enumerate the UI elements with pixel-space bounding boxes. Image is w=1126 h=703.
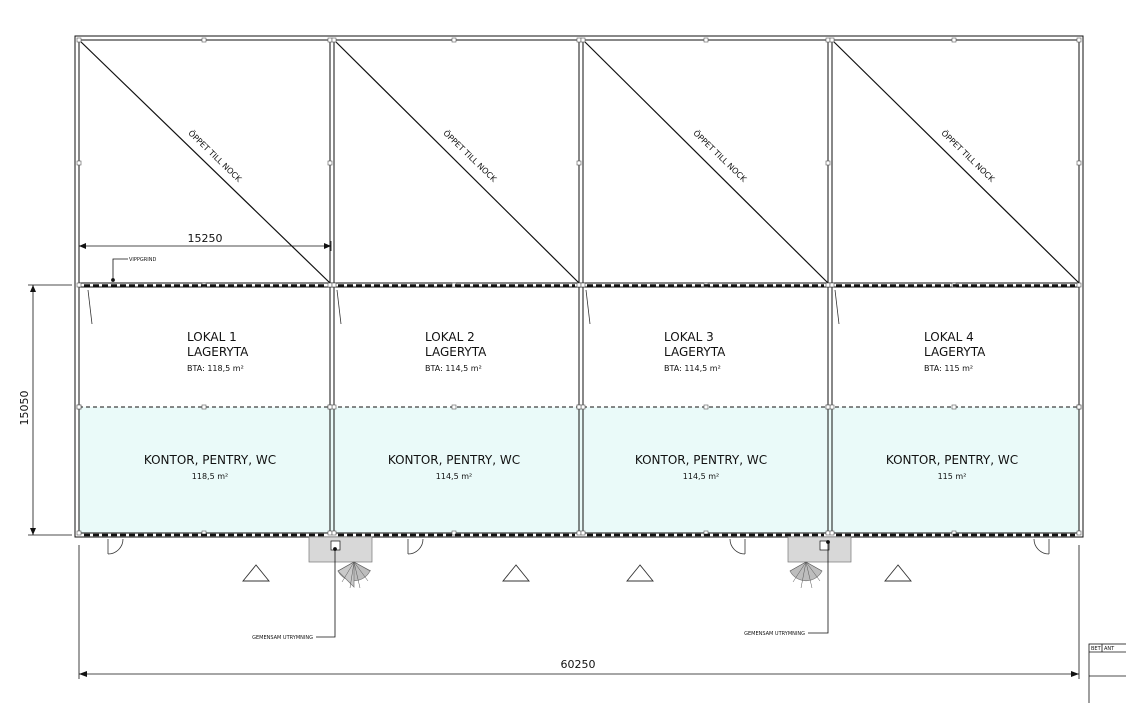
- facade-openings: [84, 284, 1075, 537]
- storage-labels: LOKAL 1 LAGERYTA BTA: 118,5 m² LOKAL 2 L…: [187, 330, 986, 373]
- column-marker: [201, 404, 207, 410]
- column-marker: [451, 404, 457, 410]
- dimension-total-width-label: 60250: [561, 658, 596, 671]
- column-marker: [76, 282, 82, 288]
- lokal-2-label: LOKAL 2: [425, 330, 475, 344]
- column-marker: [331, 282, 337, 288]
- lokal-3-label: LOKAL 3: [664, 330, 714, 344]
- office-4-label: KONTOR, PENTRY, WC: [886, 453, 1018, 467]
- column-marker: [825, 404, 831, 410]
- dimension-total-width: [78, 545, 1080, 679]
- column-marker: [580, 530, 586, 536]
- lokal-4-label: LOKAL 4: [924, 330, 974, 344]
- column-marker: [825, 530, 831, 536]
- dimension-unit-width: [78, 241, 332, 251]
- lokal-1-bta: BTA: 118,5 m²: [187, 364, 244, 373]
- column-marker: [327, 160, 333, 166]
- column-marker: [580, 282, 586, 288]
- column-markers: [76, 37, 1082, 536]
- lokal-3-lageryta: LAGERYTA: [664, 345, 726, 359]
- escape-right-label: GEMENSAM UTRYMNING: [744, 631, 805, 637]
- escape-stair-left: [308, 536, 373, 589]
- column-marker: [576, 282, 582, 288]
- exterior-doors: [107, 538, 1050, 555]
- column-marker: [951, 37, 957, 43]
- roof-note-4: ÖPPET TILL NOCK: [939, 128, 997, 185]
- dimension-depth-label: 15050: [18, 391, 31, 426]
- office-4-area: 115 m²: [938, 472, 967, 481]
- column-marker: [1076, 404, 1082, 410]
- column-marker: [327, 282, 333, 288]
- column-marker: [331, 37, 337, 43]
- vippgrind-label: VIPPGRIND: [129, 257, 156, 263]
- column-marker: [201, 37, 207, 43]
- title-block-ant: ANT: [1104, 646, 1115, 652]
- lokal-4-lageryta: LAGERYTA: [924, 345, 986, 359]
- dimension-unit-width-label: 15250: [188, 232, 223, 245]
- column-marker: [703, 37, 709, 43]
- escape-left-label: GEMENSAM UTRYMNING: [252, 635, 313, 641]
- column-marker: [1076, 530, 1082, 536]
- lokal-2-bta: BTA: 114,5 m²: [425, 364, 482, 373]
- column-marker: [829, 282, 835, 288]
- column-marker: [829, 530, 835, 536]
- lokal-1-label: LOKAL 1: [187, 330, 237, 344]
- lokal-2-lageryta: LAGERYTA: [425, 345, 487, 359]
- title-block: [1088, 643, 1126, 703]
- vippgrind-leader: [111, 258, 128, 282]
- column-marker: [703, 404, 709, 410]
- column-marker: [576, 160, 582, 166]
- column-marker: [951, 404, 957, 410]
- column-marker: [1076, 160, 1082, 166]
- column-marker: [1076, 282, 1082, 288]
- column-marker: [76, 37, 82, 43]
- column-marker: [576, 530, 582, 536]
- office-labels: KONTOR, PENTRY, WC 118,5 m² KONTOR, PENT…: [144, 453, 1018, 481]
- column-marker: [580, 404, 586, 410]
- column-marker: [580, 37, 586, 43]
- column-marker: [825, 37, 831, 43]
- office-2-label: KONTOR, PENTRY, WC: [388, 453, 520, 467]
- lokal-1-lageryta: LAGERYTA: [187, 345, 249, 359]
- office-3-area: 114,5 m²: [683, 472, 719, 481]
- dimension-depth: [28, 284, 72, 536]
- office-3-label: KONTOR, PENTRY, WC: [635, 453, 767, 467]
- office-1-area: 118,5 m²: [192, 472, 228, 481]
- roof-notes: ÖPPET TILL NOCK ÖPPET TILL NOCK ÖPPET TI…: [186, 128, 997, 185]
- column-marker: [829, 404, 835, 410]
- roof-note-1: ÖPPET TILL NOCK: [186, 128, 244, 185]
- column-marker: [825, 160, 831, 166]
- column-marker: [829, 37, 835, 43]
- column-marker: [331, 404, 337, 410]
- lokal-3-bta: BTA: 114,5 m²: [664, 364, 721, 373]
- column-marker: [331, 530, 337, 536]
- escape-stair-right: [787, 536, 852, 589]
- office-2-area: 114,5 m²: [436, 472, 472, 481]
- column-marker: [76, 160, 82, 166]
- column-marker: [327, 530, 333, 536]
- office-1-label: KONTOR, PENTRY, WC: [144, 453, 276, 467]
- column-marker: [576, 37, 582, 43]
- column-marker: [1076, 37, 1082, 43]
- escape-leaders: [316, 540, 830, 638]
- column-marker: [327, 37, 333, 43]
- roof-diagonals: [78, 39, 1080, 284]
- column-marker: [76, 530, 82, 536]
- entrance-markers: [242, 564, 912, 582]
- column-marker: [327, 404, 333, 410]
- inner-doors: [87, 289, 840, 325]
- title-block-bet: BET: [1091, 646, 1102, 652]
- lokal-4-bta: BTA: 115 m²: [924, 364, 973, 373]
- column-marker: [576, 404, 582, 410]
- column-marker: [451, 37, 457, 43]
- column-marker: [825, 282, 831, 288]
- column-marker: [451, 530, 457, 536]
- column-marker: [76, 404, 82, 410]
